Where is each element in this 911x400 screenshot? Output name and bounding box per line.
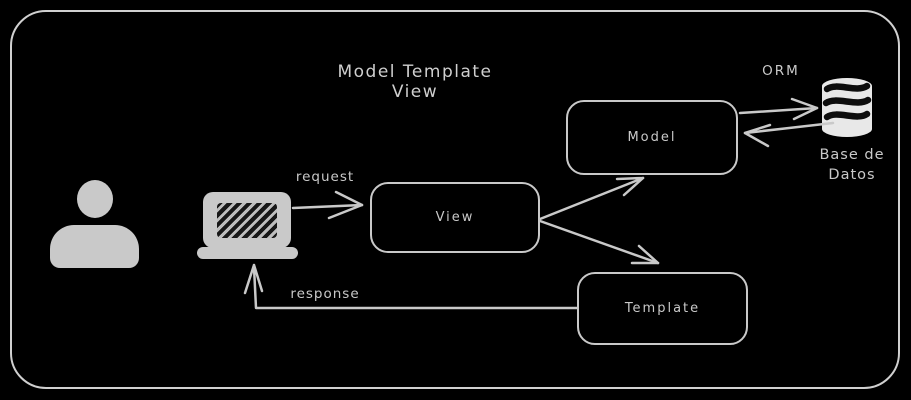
laptop-base-shape <box>197 247 298 259</box>
user-head-shape <box>77 180 113 218</box>
database-label-line2: Datos <box>828 166 876 183</box>
diagram-title: Model Template View <box>337 62 493 102</box>
template-node: Template <box>577 272 748 345</box>
database-body-shape <box>822 78 872 137</box>
model-node: Model <box>566 100 738 175</box>
database-label-line1: Base de <box>819 147 885 163</box>
template-node-label: Template <box>624 301 701 316</box>
orm-edge-label: ORM <box>762 63 800 79</box>
user-icon <box>50 180 140 268</box>
database-band-3 <box>823 110 871 121</box>
view-node-label: View <box>435 210 475 225</box>
request-edge-label: request <box>295 169 355 185</box>
laptop-icon <box>197 192 298 260</box>
model-node-label: Model <box>627 130 677 145</box>
database-band-2 <box>822 96 872 107</box>
database-band-1 <box>823 82 871 93</box>
database-label: Base de Datos <box>806 146 898 185</box>
response-edge-label: response <box>290 286 360 302</box>
database-icon <box>822 78 872 137</box>
laptop-screen-shape <box>217 203 277 238</box>
diagram-outer-frame <box>10 10 900 389</box>
view-node: View <box>370 182 540 253</box>
user-body-shape <box>50 225 139 268</box>
